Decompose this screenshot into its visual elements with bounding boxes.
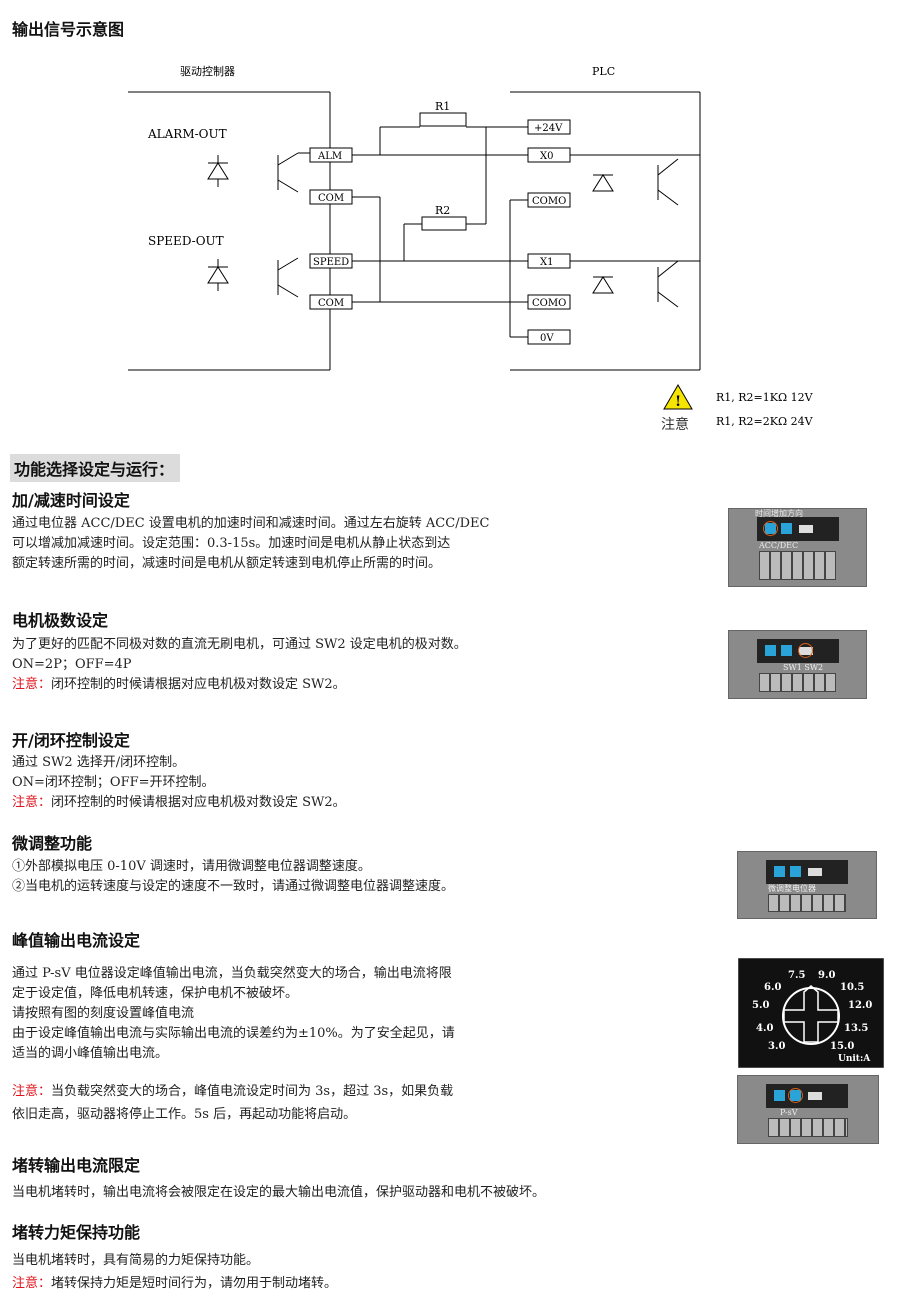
note-block: 注意：当负载突然变大的场合，峰值电流设定时间为 3s，超过 3s，如果负载 依旧… [12,1080,453,1126]
svg-text:!: ! [675,394,681,410]
note-line: R1, R2=2KΩ 24V [716,415,814,428]
section-body: 通过 SW2 选择开/闭环控制。 ON=闭环控制；OFF=开环控制。 注意：闭环控… [12,753,346,813]
terminal-x1: X1 [540,257,553,268]
note-line: R1, R2=1KΩ 12V [716,391,814,404]
terminal-speed: SPEED [313,257,349,268]
r1-label: R1 [435,100,450,113]
terminal-0v: 0V [540,333,554,344]
text-line: ON=闭环控制；OFF=开环控制。 [12,775,215,790]
dial-label: 7.5 [788,970,805,981]
note-line: 注意：当负载突然变大的场合，峰值电流设定时间为 3s，超过 3s，如果负载 [12,1080,453,1103]
section-body: 通过电位器 ACC/DEC 设置电机的加速时间和减速时间。通过左右旋转 ACC/… [12,514,489,574]
image-label: SW1 SW2 [783,663,824,672]
dial-label: 5.0 [752,1000,769,1011]
section-banner: 功能选择设定与运行： [10,454,181,482]
dial-label: 15.0 [830,1041,854,1052]
text-line: 适当的调小峰值输出电流。 [12,1046,169,1061]
driver-photo-sw: SW1 SW2 [728,630,867,699]
note-text: 闭环控制的时候请根据对应电机极对数设定 SW2。 [51,677,346,692]
note-label: 注意： [12,1276,52,1291]
section-body: 为了更好的匹配不同极对数的直流无刷电机，可通过 SW2 设定电机的极对数。 ON=… [12,635,467,695]
terminal-com: COM [318,193,344,204]
text-line: 额定转速所需的时间，减速时间是电机从额定转速到电机停止所需的时间。 [12,556,442,571]
image-label: ACC/DEC [759,541,799,550]
driver-photo-accdec: 时间增加方向 ACC/DEC [728,508,867,587]
text-line: ①外部模拟电压 0-10V 调速时，请用微调整电位器调整速度。 [12,859,371,874]
section-title: 堵转输出电流限定 [12,1156,141,1175]
plc-label: PLC [592,65,615,78]
section-title: 峰值输出电流设定 [12,931,141,950]
text-line: 通过电位器 ACC/DEC 设置电机的加速时间和减速时间。通过左右旋转 ACC/… [12,516,490,531]
text-line: 当电机堵转时，输出电流将会被限定在设定的最大输出电流值，保护驱动器和电机不被破坏… [12,1185,546,1200]
dial-label: 13.5 [844,1023,868,1034]
dial-label: 10.5 [840,982,864,993]
r2-label: R2 [435,204,450,217]
peak-current-dial: 3.0 4.0 5.0 6.0 7.5 9.0 10.5 12.0 13.5 1… [738,958,884,1068]
section-body: 通过 P-sV 电位器设定峰值输出电流，当负载突然变大的场合，输出电流将限定于设… [12,964,455,1064]
section-body: 当电机堵转时，具有简易的力矩保持功能。 注意：堵转保持力矩是短时间行为，请勿用于… [12,1249,337,1295]
output-signal-diagram: 驱动控制器 PLC ALARM-OUT SPEED-OUT R1 R2 ALM … [128,64,814,433]
text-line: 可以增减加减速时间。设定范围：0.3-15s。加速时间是电机从静止状态到达 [12,536,451,551]
page-title: 输出信号示意图 [12,20,125,39]
image-label: 微调整电位器 [768,884,816,893]
dial-label: 12.0 [848,1000,872,1011]
speed-out-label: SPEED-OUT [148,234,224,248]
note-label: 注意 [661,416,689,433]
image-label: 时间增加方向 [755,509,803,518]
section-title: 堵转力矩保持功能 [12,1223,141,1242]
note-line: 注意：闭环控制的时候请根据对应电机极对数设定 SW2。 [12,675,467,695]
note-line: 注意：堵转保持力矩是短时间行为，请勿用于制动堵转。 [12,1272,337,1295]
text-line: ON=2P；OFF=4P [12,657,132,672]
terminal-24v: +24V [534,123,563,134]
driver-label: 驱动控制器 [180,64,235,78]
text-line: 定于设定值，降低电机转速，保护电机不被破坏。 [12,986,299,1001]
driver-photo-trim: 微调整电位器 [737,851,877,919]
terminal-alm: ALM [317,151,342,162]
note-label: 注意： [12,1084,52,1099]
note-text: 当负载突然变大的场合，峰值电流设定时间为 3s，超过 3s，如果负载 [51,1084,454,1099]
alarm-out-label: ALARM-OUT [147,127,227,141]
section-title: 加/减速时间设定 [12,491,130,510]
note-line: 注意：闭环控制的时候请根据对应电机极对数设定 SW2。 [12,793,346,813]
dial-label: 3.0 [768,1041,785,1052]
note-text: 依旧走高，驱动器将停止工作。5s 后，再起动功能将启动。 [12,1107,357,1122]
note-text: 堵转保持力矩是短时间行为，请勿用于制动堵转。 [51,1276,338,1291]
section-title: 开/闭环控制设定 [12,731,130,750]
terminal-x0: X0 [540,151,553,162]
driver-photo-psv: P-sV [737,1075,879,1144]
terminal-com: COM [318,298,344,309]
text-line: 通过 P-sV 电位器设定峰值输出电流，当负载突然变大的场合，输出电流将限 [12,966,452,981]
section-body: 当电机堵转时，输出电流将会被限定在设定的最大输出电流值，保护驱动器和电机不被破坏… [12,1183,545,1203]
section-body: ①外部模拟电压 0-10V 调速时，请用微调整电位器调整速度。 ②当电机的运转速度… [12,857,454,897]
text-line: ②当电机的运转速度与设定的速度不一致时，请通过微调整电位器调整速度。 [12,879,455,894]
note-text: 闭环控制的时候请根据对应电机极对数设定 SW2。 [51,795,346,810]
note-label: 注意： [12,795,52,810]
dial-label: 6.0 [764,982,781,993]
text-line: 通过 SW2 选择开/闭环控制。 [12,755,186,770]
note-label: 注意： [12,677,52,692]
text-line: 为了更好的匹配不同极对数的直流无刷电机，可通过 SW2 设定电机的极对数。 [12,637,467,652]
dial-label: 9.0 [818,970,835,981]
warning-icon: ! [663,384,693,410]
terminal-como: COMO [532,196,566,207]
text-line: 由于设定峰值输出电流与实际输出电流的误差约为±10%。为了安全起见，请 [12,1026,455,1041]
terminal-como: COMO [532,298,566,309]
text-line: 请按照有图的刻度设置峰值电流 [12,1006,195,1021]
image-label: P-sV [780,1108,798,1117]
dial-unit: Unit:A [838,1054,871,1064]
section-title: 电机极数设定 [12,611,109,630]
text-line: 当电机堵转时，具有简易的力矩保持功能。 [12,1253,260,1268]
dial-label: 4.0 [756,1023,773,1034]
section-title: 微调整功能 [12,834,93,853]
